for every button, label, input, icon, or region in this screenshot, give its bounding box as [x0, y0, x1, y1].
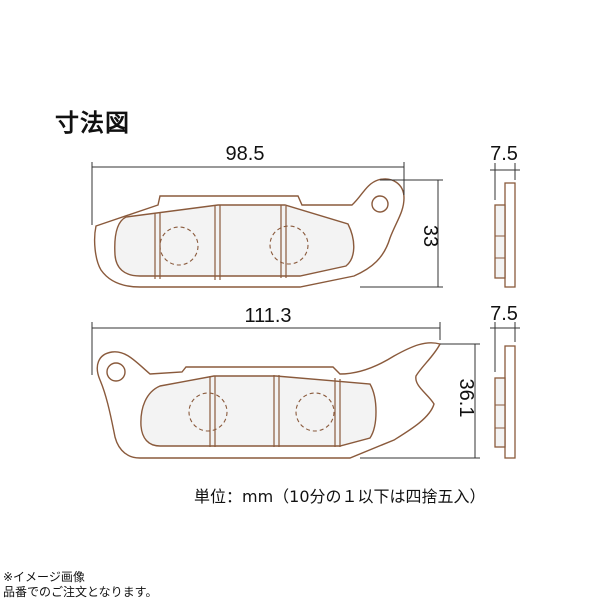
footnote-order-notice: 品番でのご注文となります。	[3, 585, 158, 599]
bottom-friction-material	[140, 375, 377, 447]
top-side-view	[494, 182, 516, 288]
top-mounting-hole	[371, 195, 389, 213]
top-thickness-label: 7.5	[490, 143, 518, 165]
top-piston-right	[269, 225, 309, 265]
top-brake-pad	[93, 178, 405, 288]
top-friction-material	[114, 204, 355, 277]
footnote-image-notice: ※イメージ画像	[3, 570, 85, 584]
bottom-piston-right	[295, 392, 335, 432]
page-title: 寸法図	[55, 109, 130, 137]
bottom-side-view	[494, 345, 516, 459]
bottom-width-label: 111.3	[244, 305, 291, 327]
bottom-brake-pad	[96, 342, 442, 459]
bottom-height-label: 36.1	[455, 379, 477, 418]
unit-note: 単位：mm（10分の１以下は四捨五入）	[194, 487, 486, 506]
top-backing-plate	[93, 178, 405, 288]
bottom-piston-left	[188, 392, 228, 432]
bottom-thickness-label: 7.5	[490, 303, 518, 325]
bottom-mounting-hole	[106, 362, 126, 382]
top-height-label: 33	[419, 225, 441, 247]
bottom-backing-plate	[96, 342, 442, 459]
top-piston-left	[159, 226, 199, 266]
top-width-label: 98.5	[226, 143, 265, 165]
